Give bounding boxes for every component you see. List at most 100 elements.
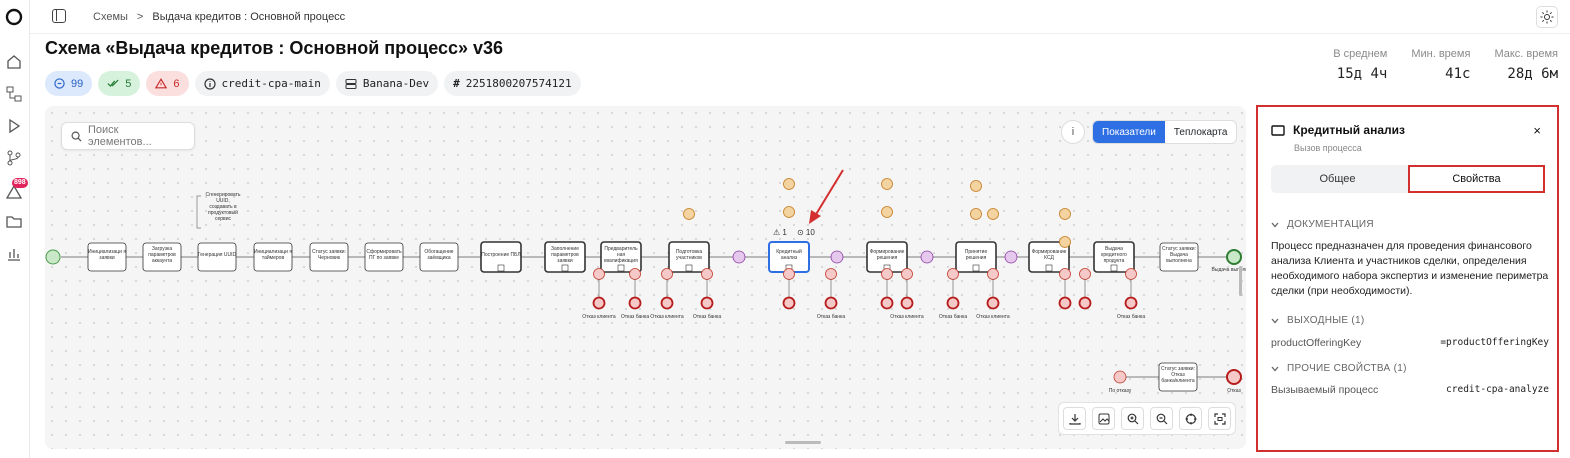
section-title: ПРОЧИЕ СВОЙСТВА (1) xyxy=(1287,363,1407,374)
element-search[interactable]: Поиск элементов... xyxy=(61,122,195,150)
end-error-event xyxy=(660,296,674,310)
end-error-event xyxy=(880,296,894,310)
view-mode-switch[interactable]: Показатели Теплокарта xyxy=(1092,120,1238,144)
breadcrumb-root[interactable]: Схемы xyxy=(93,11,128,23)
task-node xyxy=(309,242,349,272)
task-label: Статус заявки: xyxy=(1162,246,1196,252)
stat-max: Макс. время 28д 6м xyxy=(1494,48,1558,82)
breadcrumb: Схемы > Выдача кредитов : Основной проце… xyxy=(93,11,345,23)
start-event xyxy=(45,249,61,265)
bpmn-diagram[interactable]: Выдача выполненаИнициализаци язаявкиЗагр… xyxy=(45,106,1246,449)
subprocess-marker xyxy=(617,264,625,272)
horizontal-scrollbar[interactable] xyxy=(785,441,821,444)
fit-screen-icon xyxy=(1213,412,1226,425)
task-node xyxy=(419,242,459,272)
task-label: заявки xyxy=(99,255,115,261)
chevron-down-icon xyxy=(1271,366,1279,371)
fit-screen-button[interactable] xyxy=(1208,407,1231,430)
task-label: заёмщика xyxy=(427,255,450,261)
home-icon[interactable] xyxy=(4,52,24,72)
annotation-text: сервис xyxy=(215,216,232,222)
zoom-out-button[interactable] xyxy=(1150,407,1173,430)
warning-icon xyxy=(155,78,168,89)
end-error-event xyxy=(900,296,914,310)
server-name: Banana-Dev xyxy=(362,77,430,90)
center-button[interactable] xyxy=(1179,407,1202,430)
info-icon xyxy=(203,77,216,90)
app-logo-icon[interactable] xyxy=(4,7,24,27)
task-label: Черновик xyxy=(318,255,341,261)
diagram-canvas[interactable]: Выдача выполненаИнициализаци язаявкиЗагр… xyxy=(45,106,1246,449)
outputs-section-header[interactable]: ВЫХОДНЫЕ (1) xyxy=(1271,315,1365,326)
chevron-down-icon xyxy=(1271,318,1279,323)
sidebar-toggle-icon[interactable] xyxy=(52,9,66,23)
task-label: Инициализаци я xyxy=(254,249,292,255)
task-node xyxy=(142,242,182,272)
task-label: аккаунта xyxy=(152,258,172,264)
chart-icon[interactable] xyxy=(4,244,24,264)
legend-info-button[interactable]: i xyxy=(1061,120,1085,144)
search-icon xyxy=(71,131,82,141)
error-event xyxy=(1079,268,1091,280)
end-event xyxy=(1226,249,1242,265)
id-chip[interactable]: # 2251800207574121 xyxy=(444,71,581,96)
message-event xyxy=(920,250,934,264)
annotation-text: создавать в xyxy=(209,204,237,210)
task-label: Принятие xyxy=(965,249,988,255)
other-props-section-header[interactable]: ПРОЧИЕ СВОЙСТВА (1) xyxy=(1271,363,1407,374)
page-title: Схема «Выдача кредитов : Основной процес… xyxy=(45,38,504,58)
ok-count-chip[interactable]: 5 xyxy=(98,71,141,96)
task-label: Статус заявки: xyxy=(1161,366,1195,372)
task-label: решения xyxy=(966,255,987,261)
task-label: Кредитный xyxy=(776,248,802,255)
zoom-out-icon xyxy=(1156,413,1167,424)
task-label: Сформировать xyxy=(366,249,402,255)
theme-toggle-button[interactable] xyxy=(1536,6,1558,28)
info-count-chip[interactable]: 99 xyxy=(45,71,93,96)
tab-heatmap[interactable]: Теплокарта xyxy=(1173,126,1228,138)
play-icon[interactable] xyxy=(4,116,24,136)
diagram-icon[interactable] xyxy=(4,84,24,104)
tab-metrics[interactable]: Показатели xyxy=(1093,121,1165,143)
documentation-section-header[interactable]: ДОКУМЕНТАЦИЯ xyxy=(1271,219,1374,230)
task-label: Предваритель xyxy=(604,246,638,252)
refusal-label: Отказ клиента xyxy=(976,314,1010,320)
message-event xyxy=(830,250,844,264)
folder-icon[interactable] xyxy=(4,212,24,232)
message-event xyxy=(732,250,746,264)
error-event xyxy=(701,268,713,280)
vertical-scrollbar[interactable] xyxy=(1239,266,1242,296)
boundary-event xyxy=(970,180,982,192)
download-button[interactable] xyxy=(1063,407,1086,430)
double-check-icon xyxy=(107,79,119,87)
server-chip[interactable]: Banana-Dev xyxy=(335,71,439,96)
export-image-button[interactable] xyxy=(1092,407,1115,430)
boundary-event xyxy=(987,208,999,220)
task-node xyxy=(1028,241,1070,273)
info-count: 99 xyxy=(71,77,84,90)
cancel-end-event xyxy=(1226,369,1242,385)
stat-value: 28д 6м xyxy=(1507,66,1558,82)
task-label: Отказ xyxy=(1171,372,1185,378)
task-label: параметров xyxy=(148,252,176,258)
zoom-in-button[interactable] xyxy=(1121,407,1144,430)
warn-count-chip[interactable]: 6 xyxy=(146,71,189,96)
service-chip[interactable]: credit-cpa-main xyxy=(194,71,330,96)
task-label: Инициализаци я xyxy=(88,249,126,255)
alert-triangle-icon[interactable] xyxy=(4,182,24,202)
property-key: Вызываемый процесс xyxy=(1271,384,1379,396)
task-label: продукта xyxy=(1104,258,1125,264)
task-label: участников xyxy=(676,255,702,261)
task-label: ПГ по заявке xyxy=(369,255,399,261)
subprocess-marker xyxy=(497,264,505,272)
panel-title: Кредитный анализ xyxy=(1293,123,1405,137)
branch-icon[interactable] xyxy=(4,148,24,168)
tab-properties[interactable]: Свойства xyxy=(1408,165,1545,193)
tab-general[interactable]: Общее xyxy=(1319,173,1356,185)
refusal-label: Отказ банка xyxy=(693,314,721,320)
call-activity-icon xyxy=(1271,124,1285,136)
stat-label: Мин. время xyxy=(1411,48,1471,60)
task-label: КСД xyxy=(1044,255,1054,261)
close-icon[interactable]: × xyxy=(1533,123,1541,138)
cancel-event-label: По отказу xyxy=(1109,388,1132,394)
